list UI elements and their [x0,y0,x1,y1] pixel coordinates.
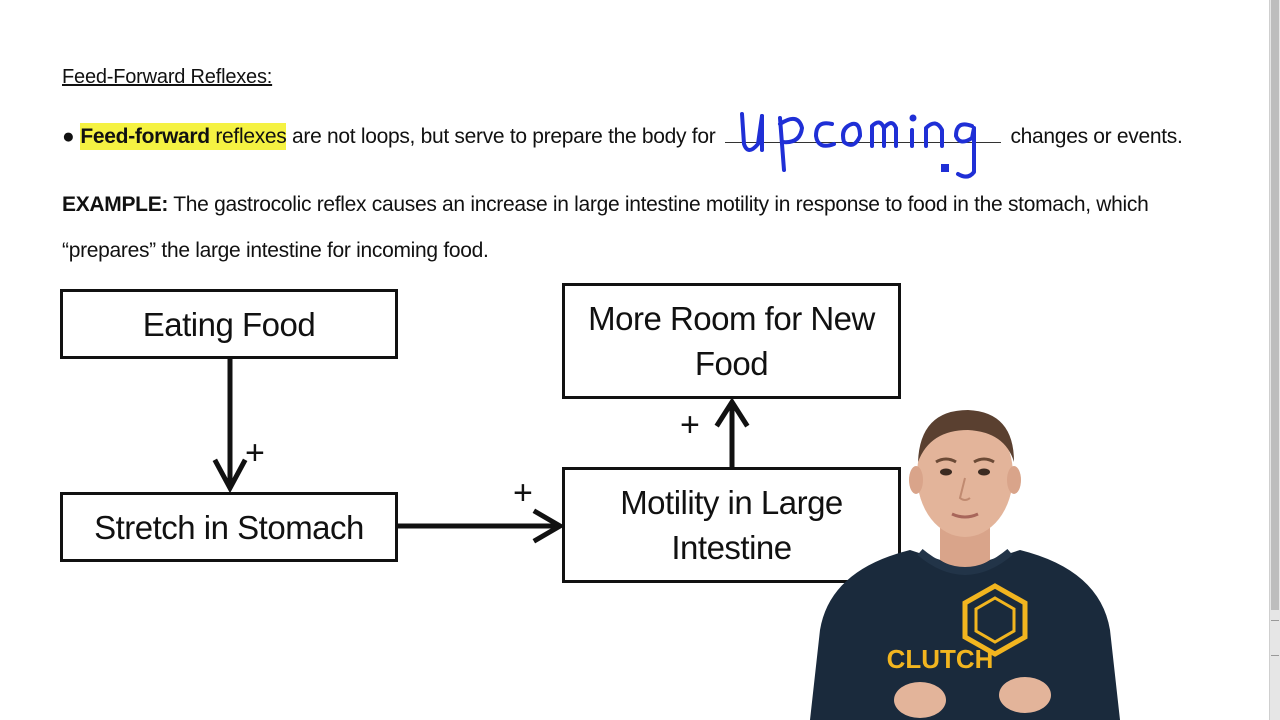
handwritten-answer [740,112,976,179]
term-rest: reflexes [209,125,287,148]
term-bold: Feed-forward [80,125,210,148]
presenter-video: CLUTCH [810,410,1120,720]
node-more-room-new-food: More Room for New Food [562,283,901,399]
example-label: EXAMPLE: [62,193,169,216]
scrollbar-mark [1271,655,1279,656]
example-text: The gastrocolic reflex causes an increas… [62,193,1149,262]
arrowhead-eating-to-stretch [212,458,248,494]
shirt-logo: CLUTCH [887,644,994,674]
bullet-statement: ●Feed-forward reflexes are not loops, bu… [62,123,1183,150]
edge-label-plus: + [245,434,265,472]
bullet-dot: ● [62,125,75,148]
scrollbar-mark [1271,620,1279,621]
highlighted-term: Feed-forward reflexes [80,123,287,150]
arrowhead-stretch-to-motility [532,508,565,544]
node-stretch-in-stomach: Stretch in Stomach [60,492,398,562]
edge-label-plus: + [680,406,700,444]
fill-in-blank [724,124,1001,143]
arrowhead-motility-to-room [714,397,750,428]
edge-label-plus: + [513,474,533,512]
scrollbar-thumb[interactable] [1271,0,1279,610]
example-paragraph: EXAMPLE: The gastrocolic reflex causes a… [62,182,1212,274]
statement-text: are not loops, but serve to prepare the … [286,125,716,148]
section-heading: Feed-Forward Reflexes: [62,66,273,88]
scrollbar[interactable] [1269,0,1280,720]
node-eating-food: Eating Food [60,289,398,359]
statement-end: changes or events. [1004,125,1183,148]
